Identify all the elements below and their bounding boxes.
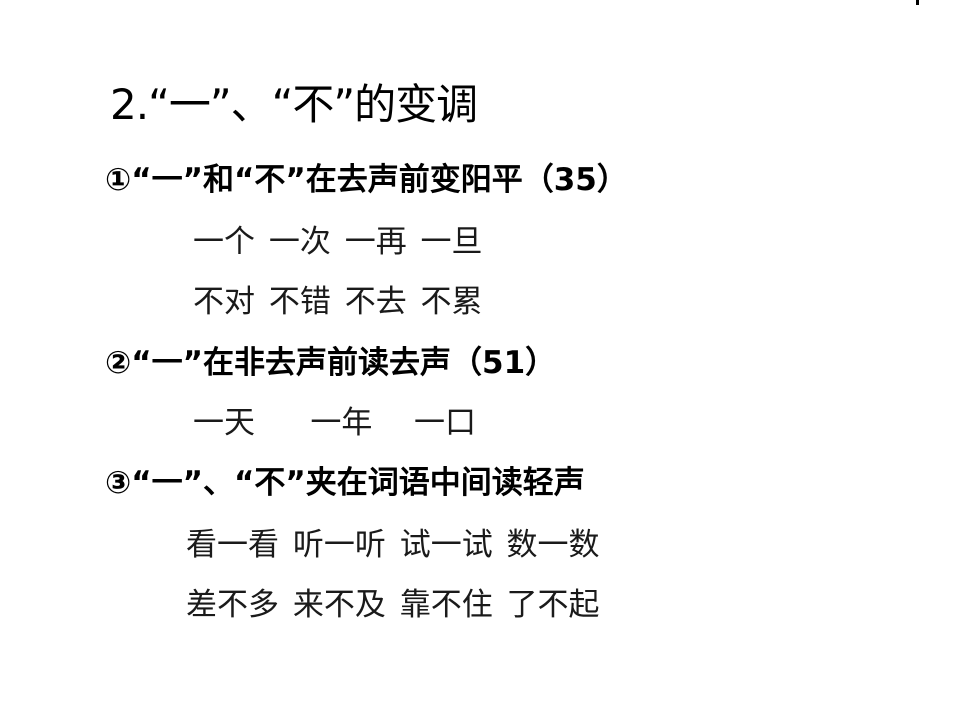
slide-title: 2.“一”、“不”的变调 — [110, 80, 478, 129]
example-line-1-2: 不对 不错 不去 不累 — [193, 284, 483, 320]
example-line-2-1: 一天 一年 一口 — [193, 405, 476, 441]
corner-mark — [916, 0, 919, 5]
section-heading-2: ②“一”在非去声前读去声（51） — [105, 345, 557, 381]
example-line-1-1: 一个 一次 一再 一旦 — [193, 224, 483, 260]
section-heading-1: ①“一”和“不”在去声前变阳平（35） — [105, 162, 628, 198]
example-line-3-1: 看一看 听一听 试一试 数一数 — [186, 527, 600, 563]
section-heading-3: ③“一”、“不”夹在词语中间读轻声 — [105, 465, 585, 501]
example-line-3-2: 差不多 来不及 靠不住 了不起 — [186, 587, 600, 623]
